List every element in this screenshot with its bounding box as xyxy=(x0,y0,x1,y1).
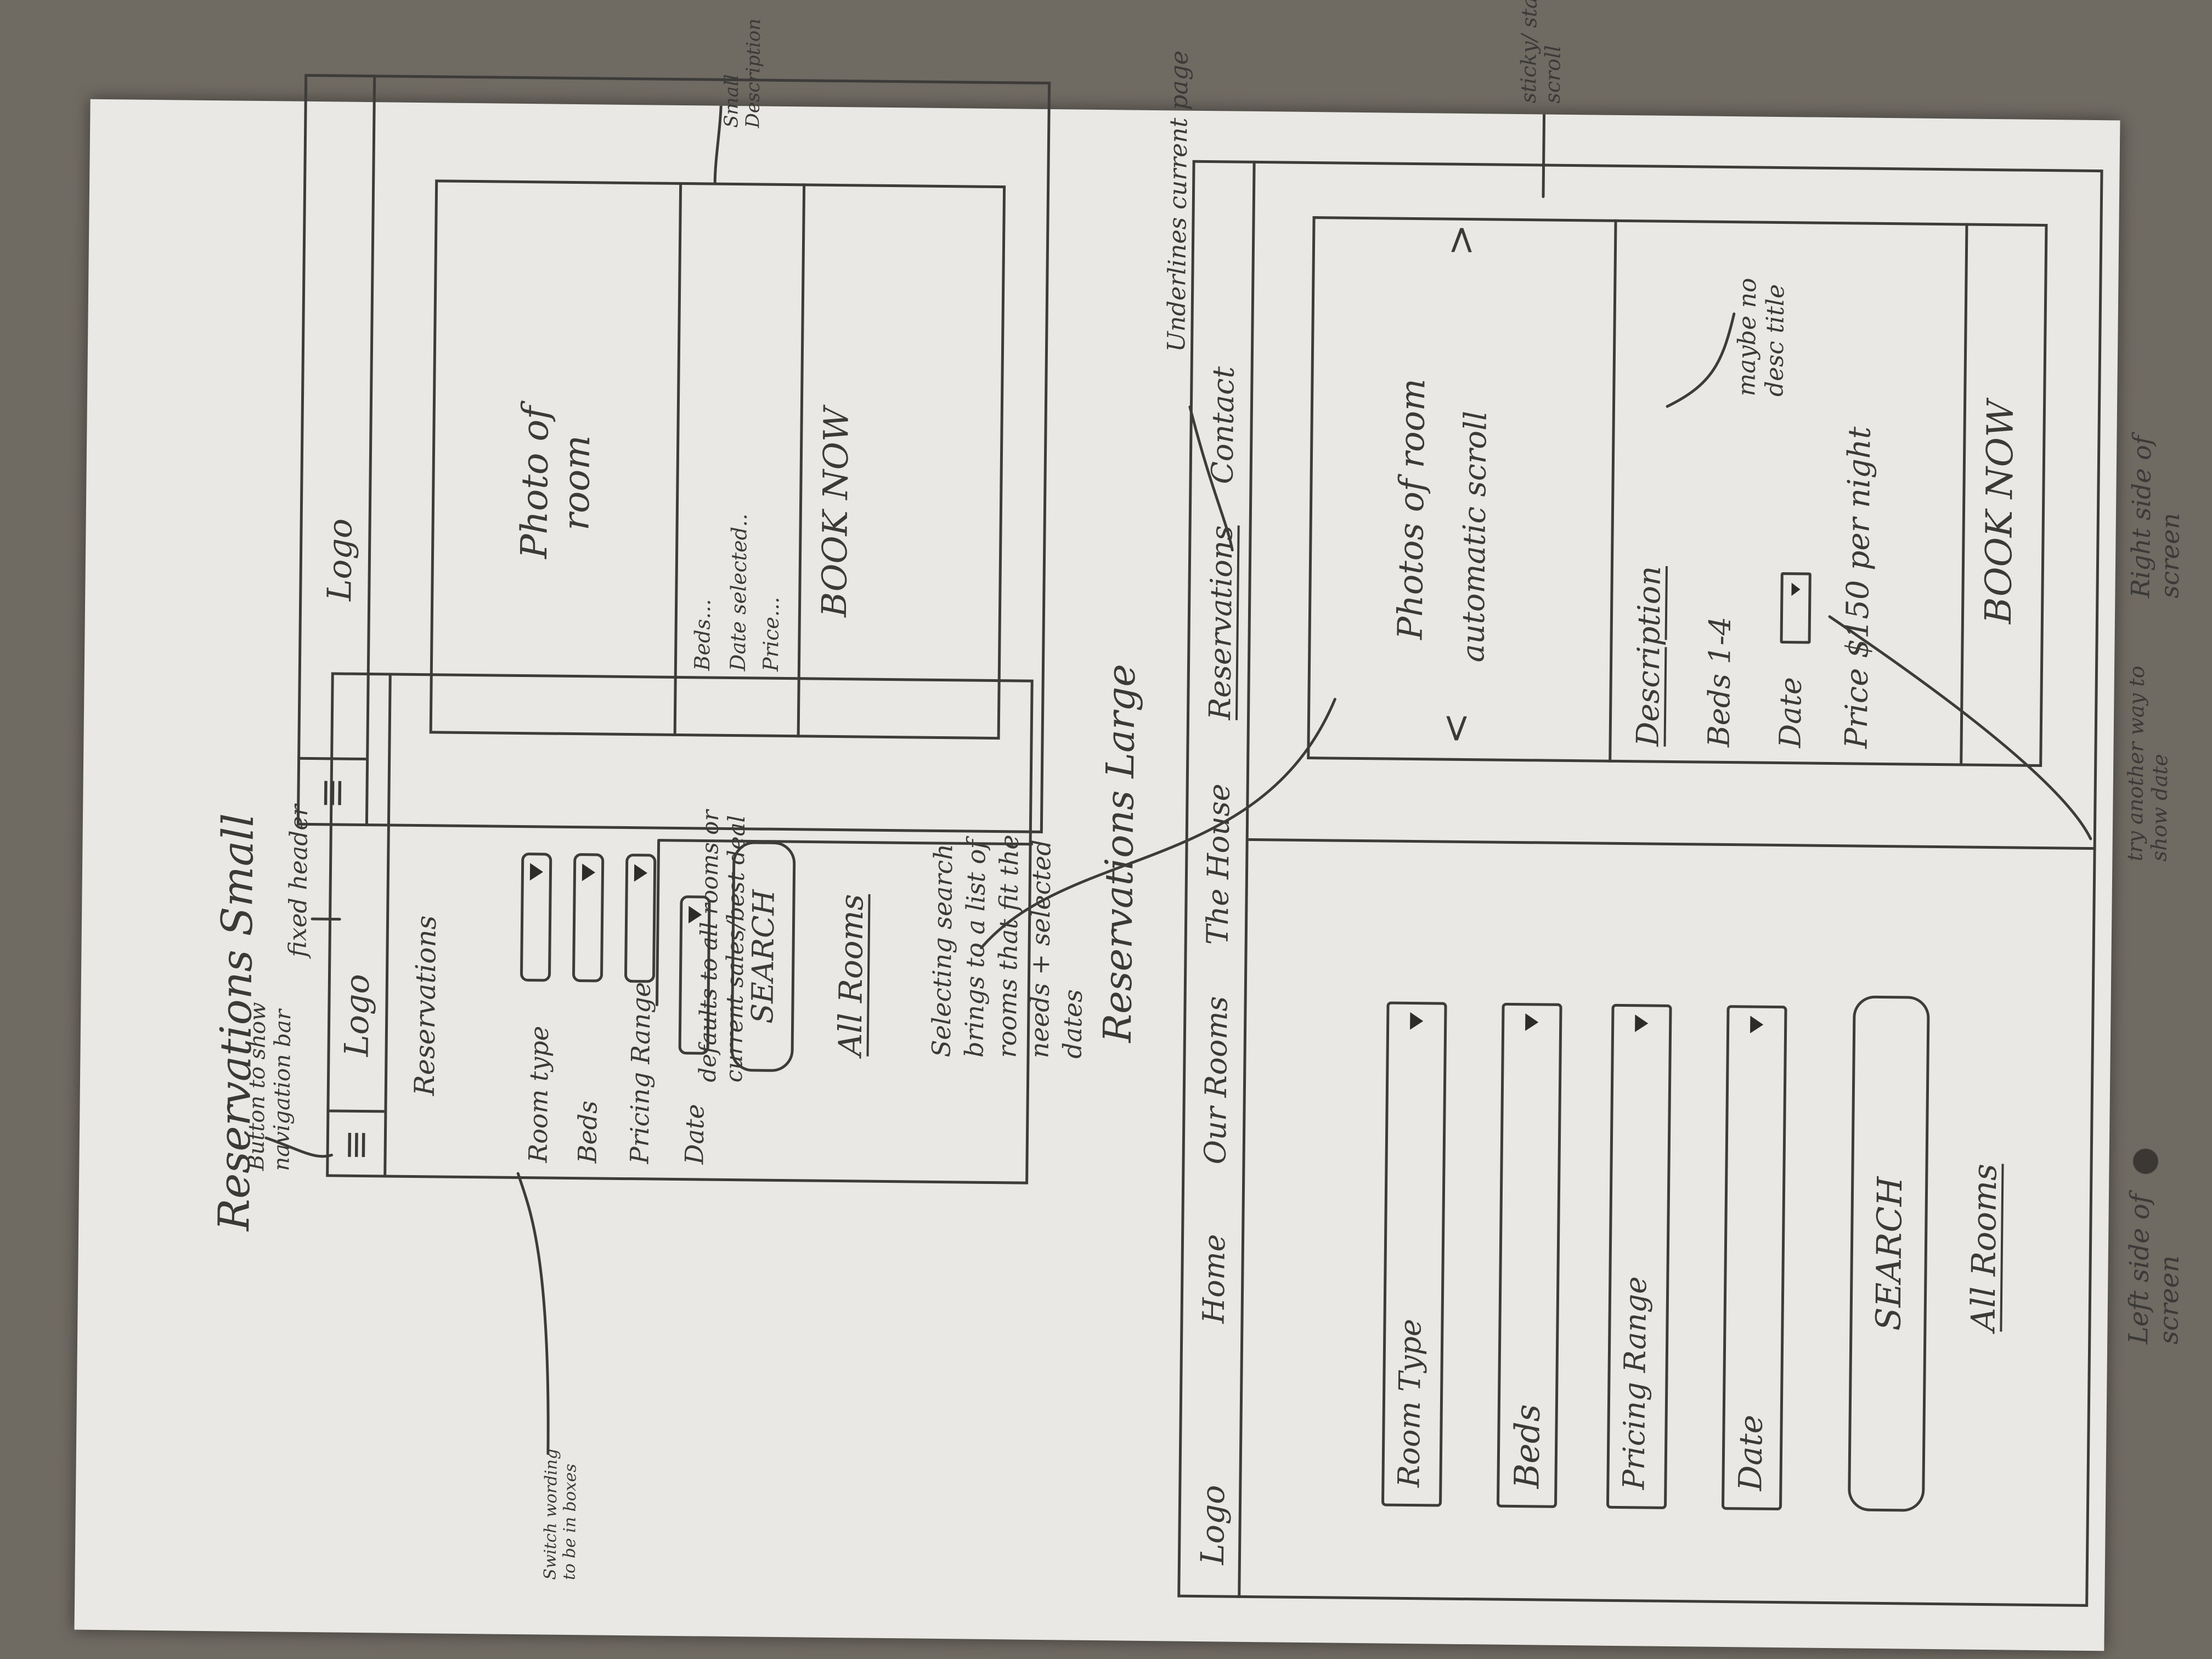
arrow-selecting-search xyxy=(655,839,1034,1007)
note-left-side: Left side of screen xyxy=(2123,1194,2186,1345)
arrow-defaults-to xyxy=(980,698,1336,950)
arrow-sticky xyxy=(1542,99,1546,198)
sketch-canvas: Reservations Small Reservations Large ≡ … xyxy=(74,0,2185,1651)
arrow-menu-note xyxy=(264,1136,334,1158)
annotation-arrows xyxy=(264,99,2092,1455)
note-sticky: sticky/ static scroll xyxy=(1516,0,1565,104)
arrow-try-another xyxy=(1828,615,2092,840)
arrow-small-description xyxy=(713,99,723,184)
note-right-side: Right side of screen xyxy=(2125,435,2185,599)
arrow-switch-wording xyxy=(516,1172,550,1455)
note-try-another: try another way to show date xyxy=(2123,665,2172,862)
arrow-underlines xyxy=(1188,405,1234,552)
paper-sheet: Reservations Small Reservations Large ≡ … xyxy=(74,0,2185,1651)
arrow-maybe-no xyxy=(1666,312,1736,408)
